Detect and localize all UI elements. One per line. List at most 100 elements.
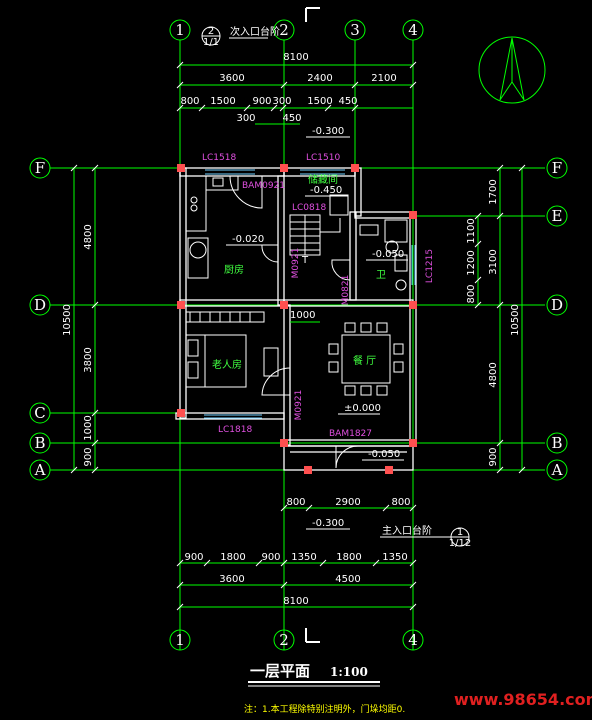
dim-bottom: 900 (184, 552, 203, 563)
axis-bubble-top-4: 4 (402, 19, 424, 41)
door-label-m0921-bedroom: M0921 (294, 390, 304, 421)
dim-bottom: 1350 (291, 552, 316, 563)
sub-axis-bubble-bottom: 1 1/12 (449, 527, 471, 549)
axis-bubble-bottom-4: 4 (402, 629, 424, 651)
bathroom-fixtures (359, 219, 408, 291)
axis-label: F (35, 159, 45, 177)
axis-label: F (552, 159, 562, 177)
dims-top-lines (180, 64, 413, 125)
dim-top: 300 (236, 113, 255, 124)
dim-top: 2100 (371, 73, 396, 84)
dim-bottom-total: 8100 (283, 596, 308, 607)
axis-label: 2 (279, 21, 289, 39)
dims-left-ticks (70, 164, 99, 474)
axis-label: A (551, 461, 563, 479)
structural-columns (177, 164, 417, 474)
level-mark: -0.020 (232, 234, 264, 245)
window-label-lc1818: LC1818 (218, 425, 252, 435)
axis-bubble-left-A: A (29, 459, 51, 481)
axis-bubble-right-F: F (546, 157, 568, 179)
window-label-lc0818: LC0818 (292, 203, 326, 213)
dims-left-lines (73, 168, 96, 470)
axis-bubble-left-D: D (29, 294, 51, 316)
axis-label: B (34, 434, 45, 452)
dining-table (328, 322, 404, 396)
dim-top: 900 (252, 96, 271, 107)
sub-axis-label: 1/1 (203, 37, 219, 48)
dim-bottom: 2900 (335, 497, 360, 508)
dims-bottom-ticks (176, 504, 417, 611)
axis-bubble-top-2: 2 (273, 19, 295, 41)
windows (204, 169, 416, 419)
axis-bubble-bottom-2: 2 (273, 629, 295, 651)
staircase (289, 194, 349, 256)
dim-left: 3800 (83, 347, 94, 372)
axis-bubble-left-C: C (29, 402, 51, 424)
watermark: www.98654.com (454, 690, 592, 709)
door-label-bam1827: BAM1827 (329, 429, 372, 439)
kitchen-fixtures (185, 175, 239, 279)
dims-bottom-lines (180, 507, 413, 608)
stair-mark: T (301, 255, 309, 266)
level-mark: -0.300 (312, 126, 344, 137)
dim-top: 450 (338, 96, 357, 107)
general-note: 注：1.本工程除特别注明外，门垛均距0. (244, 703, 405, 715)
entry-top-label: 次入口台阶 (230, 25, 280, 38)
dim-bottom: 4500 (335, 574, 360, 585)
dim-bottom: 900 (261, 552, 280, 563)
dim-left: 1000 (83, 415, 94, 440)
sub-axis-label: 1/12 (449, 538, 471, 549)
window-label-lc1518: LC1518 (202, 153, 236, 163)
axis-label: 3 (350, 21, 360, 39)
dim-right: 3100 (488, 249, 499, 274)
level-mark: -0.450 (310, 185, 342, 196)
dims-right-ticks (474, 164, 526, 474)
room-storage: 储藏间 (308, 173, 338, 186)
room-kitchen: 厨房 (224, 263, 244, 276)
axis-label: 4 (408, 631, 418, 649)
dim-top: 3600 (219, 73, 244, 84)
axis-label: 1 (175, 631, 185, 649)
axis-bubble-right-D: D (546, 294, 568, 316)
dim-bottom: 3600 (219, 574, 244, 585)
door-label-m0821: M0821 (341, 275, 351, 306)
dim-left: 900 (83, 447, 94, 466)
dim-top: 800 (180, 96, 199, 107)
dim-right: 4800 (488, 362, 499, 387)
svg-text:1: 1 (457, 527, 463, 538)
dim-right-total: 10500 (510, 304, 521, 336)
dim-top: 450 (282, 113, 301, 124)
level-mark: -0.300 (312, 518, 344, 529)
level-mark: ±0.000 (344, 403, 381, 414)
inner-dim: 1000 (290, 310, 315, 321)
window-label-lc1510: LC1510 (306, 153, 340, 163)
dim-top-total: 8100 (283, 52, 308, 63)
axis-label: A (34, 461, 46, 479)
axis-label: 1 (175, 21, 185, 39)
level-mark: -0.050 (372, 249, 404, 260)
dim-right: 1100 (466, 218, 477, 243)
window-label-lc1215: LC1215 (425, 249, 435, 283)
door-label-bam0921: BAM0921 (242, 181, 285, 191)
axis-label: D (551, 296, 563, 314)
axis-label: 4 (408, 21, 418, 39)
dim-bottom: 1800 (336, 552, 361, 563)
section-mark-bottom (305, 628, 320, 643)
drawing-scale: 1:100 (330, 665, 368, 679)
axis-bubble-left-B: B (29, 432, 51, 454)
dim-bottom: 1350 (382, 552, 407, 563)
dim-bottom: 800 (391, 497, 410, 508)
dim-right: 1200 (466, 250, 477, 275)
dim-right: 800 (466, 284, 477, 303)
dims-top-ticks (176, 61, 417, 112)
axis-bubble-top-3: 3 (344, 19, 366, 41)
bedroom-fixtures (185, 311, 279, 388)
level-mark: -0.050 (368, 449, 400, 460)
svg-text:2: 2 (208, 26, 214, 37)
axis-label: C (34, 404, 45, 422)
dims-right-lines (477, 168, 523, 470)
dim-left-total: 10500 (62, 304, 73, 336)
sub-axis-bubble-top: 2 1/1 (201, 26, 221, 48)
dim-top: 1500 (210, 96, 235, 107)
